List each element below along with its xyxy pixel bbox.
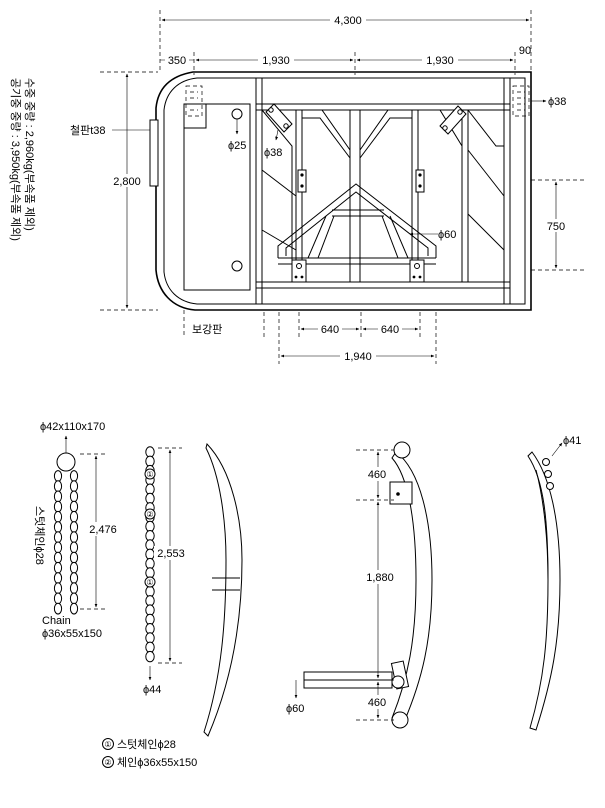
chain-link <box>69 531 79 544</box>
side-dim-bottom-label: 460 <box>368 697 386 709</box>
side-view-plain <box>203 443 243 737</box>
stud-chain-links <box>53 470 79 615</box>
right-lug-hidden <box>512 85 530 117</box>
chain-shackle-ring <box>56 452 76 472</box>
marker-2 <box>144 508 156 520</box>
chain-link <box>69 551 79 564</box>
seg-mid2-label: 1,930 <box>426 55 454 67</box>
chain-link <box>69 602 79 615</box>
height-label: 2,800 <box>113 176 141 188</box>
seg-left-label: 350 <box>168 55 186 67</box>
side-view-detailed: 460 1,880 460 ϕ60 <box>286 441 433 729</box>
plate-outline <box>155 71 532 311</box>
lug-left-38 <box>265 103 293 133</box>
seg-mid1-label: 1,930 <box>262 55 290 67</box>
legend-item2-text: 체인ϕ36x55x150 <box>117 756 197 769</box>
side-hole-60-label: ϕ60 <box>286 703 304 715</box>
chain-link <box>69 582 79 595</box>
chain-link <box>53 500 63 513</box>
chain-view: ϕ42x110x170 스텃체인ϕ28 2,476 Chain ϕ36x55x1… <box>33 421 188 696</box>
chain-link <box>53 490 63 503</box>
right-height-label: 750 <box>547 221 565 233</box>
marker-1-top <box>144 468 156 480</box>
side-view-end: ϕ41 <box>527 435 581 731</box>
chain-link <box>69 500 79 513</box>
chain-label-1: Chain <box>42 615 71 627</box>
bottom-seg2-label: 640 <box>381 324 399 336</box>
bottom-seg1-label: 640 <box>321 324 339 336</box>
chain-link <box>53 592 63 605</box>
chain-link <box>53 572 63 584</box>
chain-link <box>145 650 155 663</box>
length-b-label: 2,553 <box>157 548 185 560</box>
chain-link <box>69 490 79 503</box>
reinforce-plate-label: 보강판 <box>192 323 222 336</box>
chain-bottom-label: ϕ44 <box>143 684 161 696</box>
chain-link <box>69 480 79 493</box>
side-hole-41-label: ϕ41 <box>563 435 581 447</box>
lug-left-38-label: ϕ38 <box>264 147 282 159</box>
weight-in-water-note: 수중 중량 : 2,960kg(부속품 제외) <box>23 78 36 231</box>
lug-right-inner <box>439 105 467 135</box>
chain-link <box>53 510 63 523</box>
chain-link <box>69 592 79 605</box>
chain-link <box>53 531 63 544</box>
left-compartment <box>183 103 251 291</box>
stud-chain-vertical-label: 스텃체인ϕ28 <box>33 506 46 565</box>
diagonal-bracing <box>261 109 505 282</box>
bolt-plate-right <box>415 169 425 193</box>
top-view: 공기중 중량 : 3,950kg(부속품 제외) 수중 중량 : 2,960kg… <box>9 10 585 364</box>
frame-columns <box>295 110 469 282</box>
side-dim-top-label: 460 <box>368 469 386 481</box>
legend-item1-text: 스텃체인ϕ28 <box>117 738 176 751</box>
right-height-dimension: 750 <box>531 179 585 271</box>
left-lug-hidden <box>185 85 203 117</box>
side-dim-mid-label: 1,880 <box>366 572 394 584</box>
chain-top-label: ϕ42x110x170 <box>40 421 105 433</box>
marker-2-text: ② <box>146 510 153 519</box>
segment-dimensions: 350 1,930 1,930 90 <box>160 45 531 75</box>
hole-25 <box>231 108 243 120</box>
bolt-plate-left <box>297 169 307 193</box>
seg-right-label: 90 <box>519 45 531 57</box>
legend: ① 스텃체인ϕ28 ② 체인ϕ36x55x150 <box>102 738 197 769</box>
marker-1-bottom-text: ① <box>146 578 153 587</box>
chain-link <box>53 561 63 574</box>
truss-hole-60-label: ϕ60 <box>438 229 456 241</box>
height-dimension: 2,800 <box>100 71 158 311</box>
chain-link <box>69 470 79 482</box>
bottom-total-label: 1,940 <box>344 351 372 363</box>
hole-25-label: ϕ25 <box>228 140 246 152</box>
overall-width-dimension: 4,300 <box>159 10 532 72</box>
bottom-dimensions: 640 640 1,940 <box>183 310 437 364</box>
overall-width-label: 4,300 <box>334 15 362 27</box>
chain-link <box>53 602 63 615</box>
chain-link <box>69 521 79 533</box>
triangular-truss <box>277 183 437 283</box>
hole-lower-left <box>231 260 243 272</box>
weight-in-air-note: 공기중 중량 : 3,950kg(부속품 제외) <box>9 78 22 241</box>
iron-plate-label: 철판t38 <box>70 124 106 137</box>
legend-item1-marker: ① <box>104 740 111 749</box>
marker-1-top-text: ① <box>146 470 153 479</box>
chain-link <box>69 572 79 584</box>
chain-link <box>53 470 63 482</box>
chain-link <box>53 480 63 493</box>
marker-1-bottom <box>144 576 156 588</box>
chain-link <box>53 541 63 554</box>
iron-plate-flange <box>149 119 159 187</box>
lug-right-38-label: ϕ38 <box>548 96 566 108</box>
chain-label-2: ϕ36x55x150 <box>42 628 102 640</box>
length-a-label: 2,476 <box>89 524 117 536</box>
chain-link <box>69 561 79 574</box>
chain-link <box>69 510 79 523</box>
legend-item2-marker: ② <box>104 758 111 767</box>
chain-link <box>53 551 63 564</box>
chain-link <box>53 582 63 595</box>
chain-link <box>53 521 63 533</box>
chain-link <box>69 541 79 554</box>
